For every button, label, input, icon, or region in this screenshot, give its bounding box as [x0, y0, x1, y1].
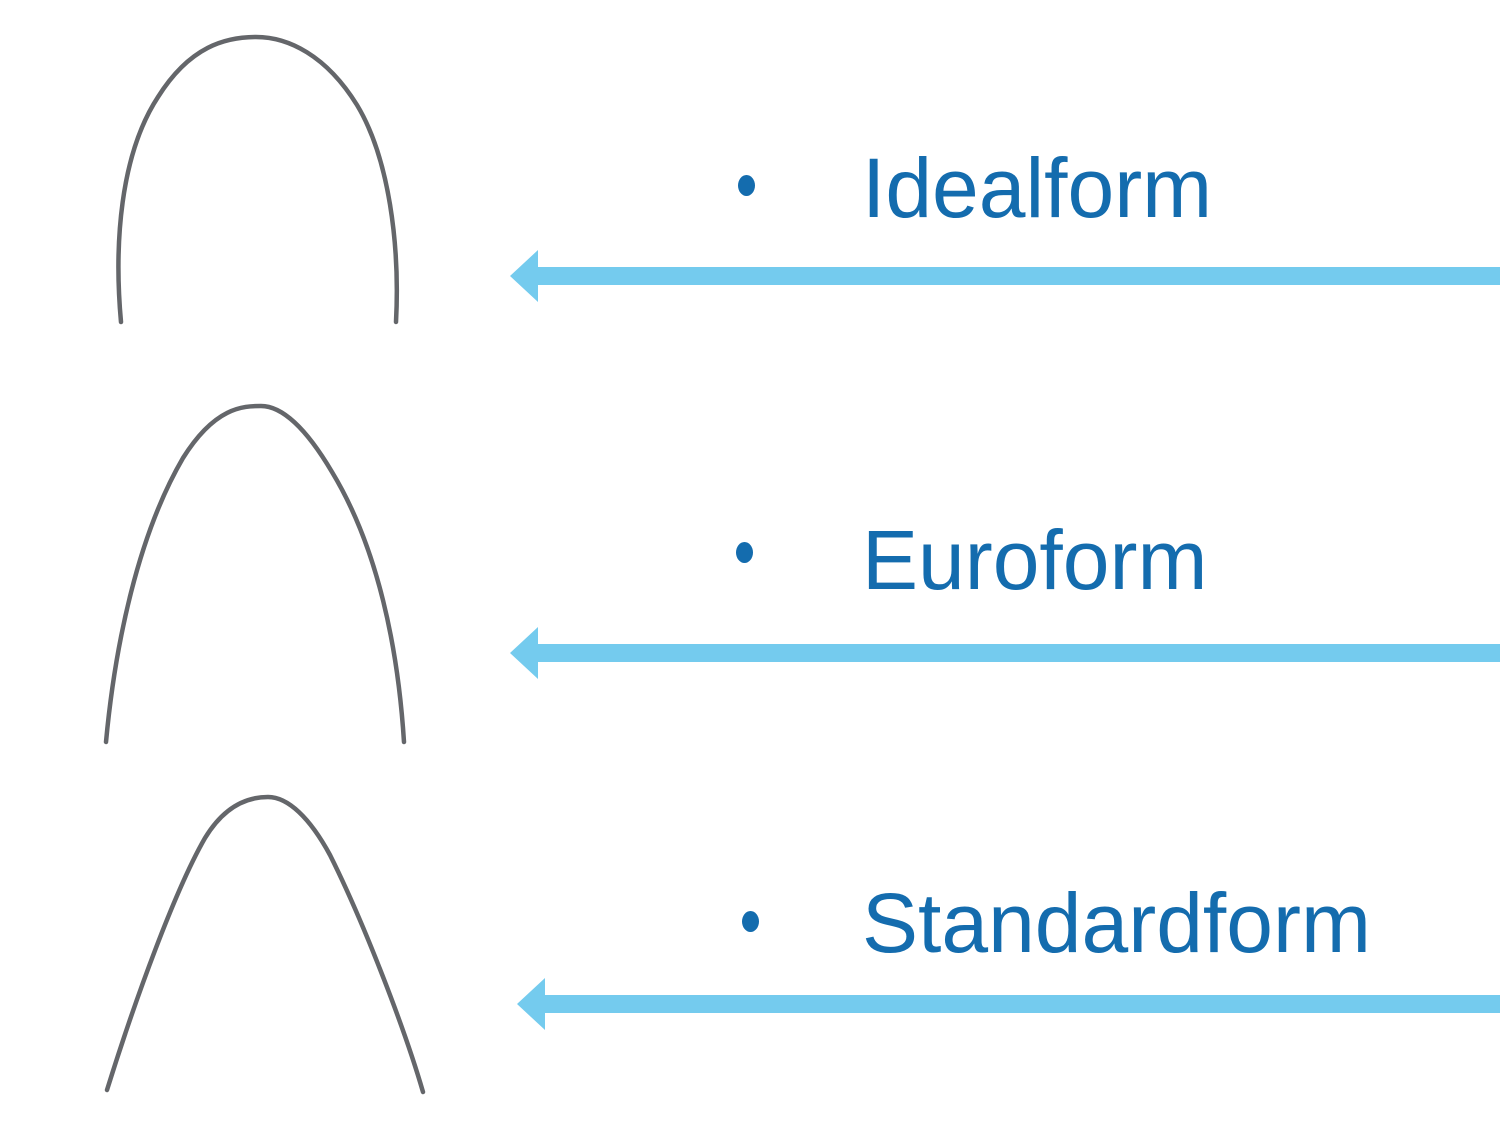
arrow-shape: [517, 978, 1500, 1030]
left-arrow-icon: [517, 978, 1500, 1030]
label-euroform: Euroform: [862, 513, 1208, 607]
arrow-shape: [510, 250, 1500, 302]
bullet-dot-icon: [742, 911, 759, 932]
bullet-dot-icon: [738, 175, 755, 196]
left-arrow-icon: [510, 250, 1500, 302]
euroform-archwire-image: [103, 403, 407, 745]
label-idealform: Idealform: [862, 141, 1213, 235]
label-standardform: Standardform: [862, 876, 1371, 970]
archwire-curve: [116, 34, 400, 325]
archwire-curve: [104, 794, 426, 1095]
left-arrow-icon: [510, 627, 1500, 679]
idealform-archwire-image: [116, 34, 400, 325]
arrow-shape: [510, 627, 1500, 679]
standardform-archwire-image: [104, 794, 426, 1095]
archwire-curve: [103, 403, 407, 745]
bullet-dot-icon: [736, 542, 753, 563]
